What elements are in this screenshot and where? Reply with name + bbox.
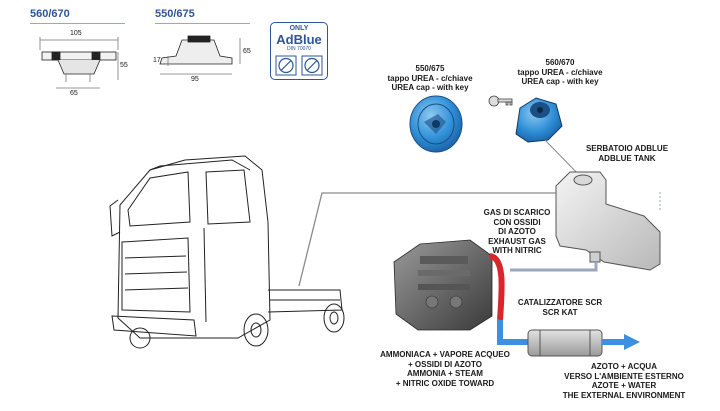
truck-illustration <box>109 155 345 349</box>
adblue-badge: ONLY AdBlue DIN 70070 <box>270 22 328 80</box>
exhaust-gas-label-line: EXHAUST GAS <box>488 236 546 246</box>
cap-label-560-670-line: UREA cap - with key <box>521 77 599 86</box>
tank-label: SERBATOIO ADBLUE ADBLUE TANK <box>582 144 672 163</box>
engine-image <box>393 239 493 331</box>
adblue-din-text: DIN 70070 <box>287 46 311 52</box>
tank-label-line: ADBLUE TANK <box>598 153 656 163</box>
cap-550-675-image <box>409 95 463 153</box>
scr-catalyst-label-line: SCR KAT <box>542 307 578 317</box>
cap-550-675-drawing <box>159 35 241 75</box>
ammonia-label-line: + OSSIDI DI AZOTO <box>407 359 482 369</box>
cap-label-560-670-line: 560/670 <box>545 58 575 67</box>
header-underline-left <box>30 23 125 24</box>
header-underline-right <box>155 23 250 24</box>
exhaust-gas-label-line: WITH NITRIC <box>492 246 542 255</box>
adblue-brand-text: AdBlue <box>276 32 322 47</box>
cap-label-560-670-line: tappo UREA - c/chiave <box>517 67 603 77</box>
tank-to-truck-line <box>298 192 556 287</box>
ammonia-label-line: + NITRIC OXIDE TOWARD <box>395 378 495 388</box>
scr-catalyst-label: CATALIZZATORE SCR SCR KAT <box>515 298 605 317</box>
exhaust-gas-label-line: DI AZOTO <box>498 227 536 236</box>
exhaust-gas-label: GAS DI SCARICO CON OSSIDI DI AZOTO EXHAU… <box>482 208 552 256</box>
scr-catalyst-label-line: CATALIZZATORE SCR <box>517 298 603 307</box>
dim-right-width: 95 <box>191 76 199 83</box>
cap-label-550-675-line: UREA cap - with key <box>391 83 469 92</box>
output-label-line: THE EXTERNAL ENVIRONMENT <box>562 390 686 400</box>
ammonia-label-line: AMMONIACA + VAPORE ACQUEO <box>380 350 510 359</box>
cap-label-550-675-line: 550/675 <box>415 64 445 73</box>
adblue-only-text: ONLY <box>289 25 309 32</box>
cap-label-550-675: 550/675 tappo UREA - c/chiave UREA cap -… <box>380 64 480 93</box>
dim-left-base: 65 <box>70 90 78 97</box>
cap-label-560-670: 560/670 tappo UREA - c/chiave UREA cap -… <box>510 58 610 87</box>
exhaust-pipe-red <box>488 253 505 321</box>
adblue-tank <box>555 171 661 271</box>
dim-left-height: 55 <box>120 62 128 69</box>
tank-to-pipe-line <box>510 262 598 272</box>
dim-right-base-height: 17 <box>153 57 161 64</box>
exhaust-pipe-blue <box>497 320 528 345</box>
tank-label-line: SERBATOIO ADBLUE <box>585 144 669 153</box>
cap-560-670-image <box>515 97 563 143</box>
header-560-670: 560/670 <box>30 8 70 20</box>
exhaust-gas-label-line: GAS DI SCARICO <box>483 208 551 217</box>
scr-catalyst <box>527 329 603 357</box>
output-label-line: AZOTE + WATER <box>591 381 657 390</box>
output-label-line: AZOTO + ACQUA <box>590 362 657 371</box>
adblue-prohibition-icons <box>275 55 323 76</box>
exhaust-gas-label-line: CON OSSIDI <box>493 217 541 227</box>
cap-label-550-675-line: tappo UREA - c/chiave <box>387 73 473 83</box>
outlet-arrow-icon <box>624 334 640 350</box>
cap-560-670-drawing <box>39 37 119 89</box>
dim-left-width: 105 <box>70 30 82 37</box>
output-label-line: VERSO L'AMBIENTE ESTERNO <box>564 371 684 381</box>
output-label: AZOTO + ACQUA VERSO L'AMBIENTE ESTERNO A… <box>558 362 690 400</box>
header-550-675: 550/675 <box>155 8 195 20</box>
ammonia-label-line: AMMONIA + STEAM <box>407 369 483 378</box>
key-icon <box>488 95 513 107</box>
ammonia-label: AMMONIACA + VAPORE ACQUEO + OSSIDI DI AZ… <box>380 350 510 388</box>
dim-right-height: 65 <box>243 48 251 55</box>
